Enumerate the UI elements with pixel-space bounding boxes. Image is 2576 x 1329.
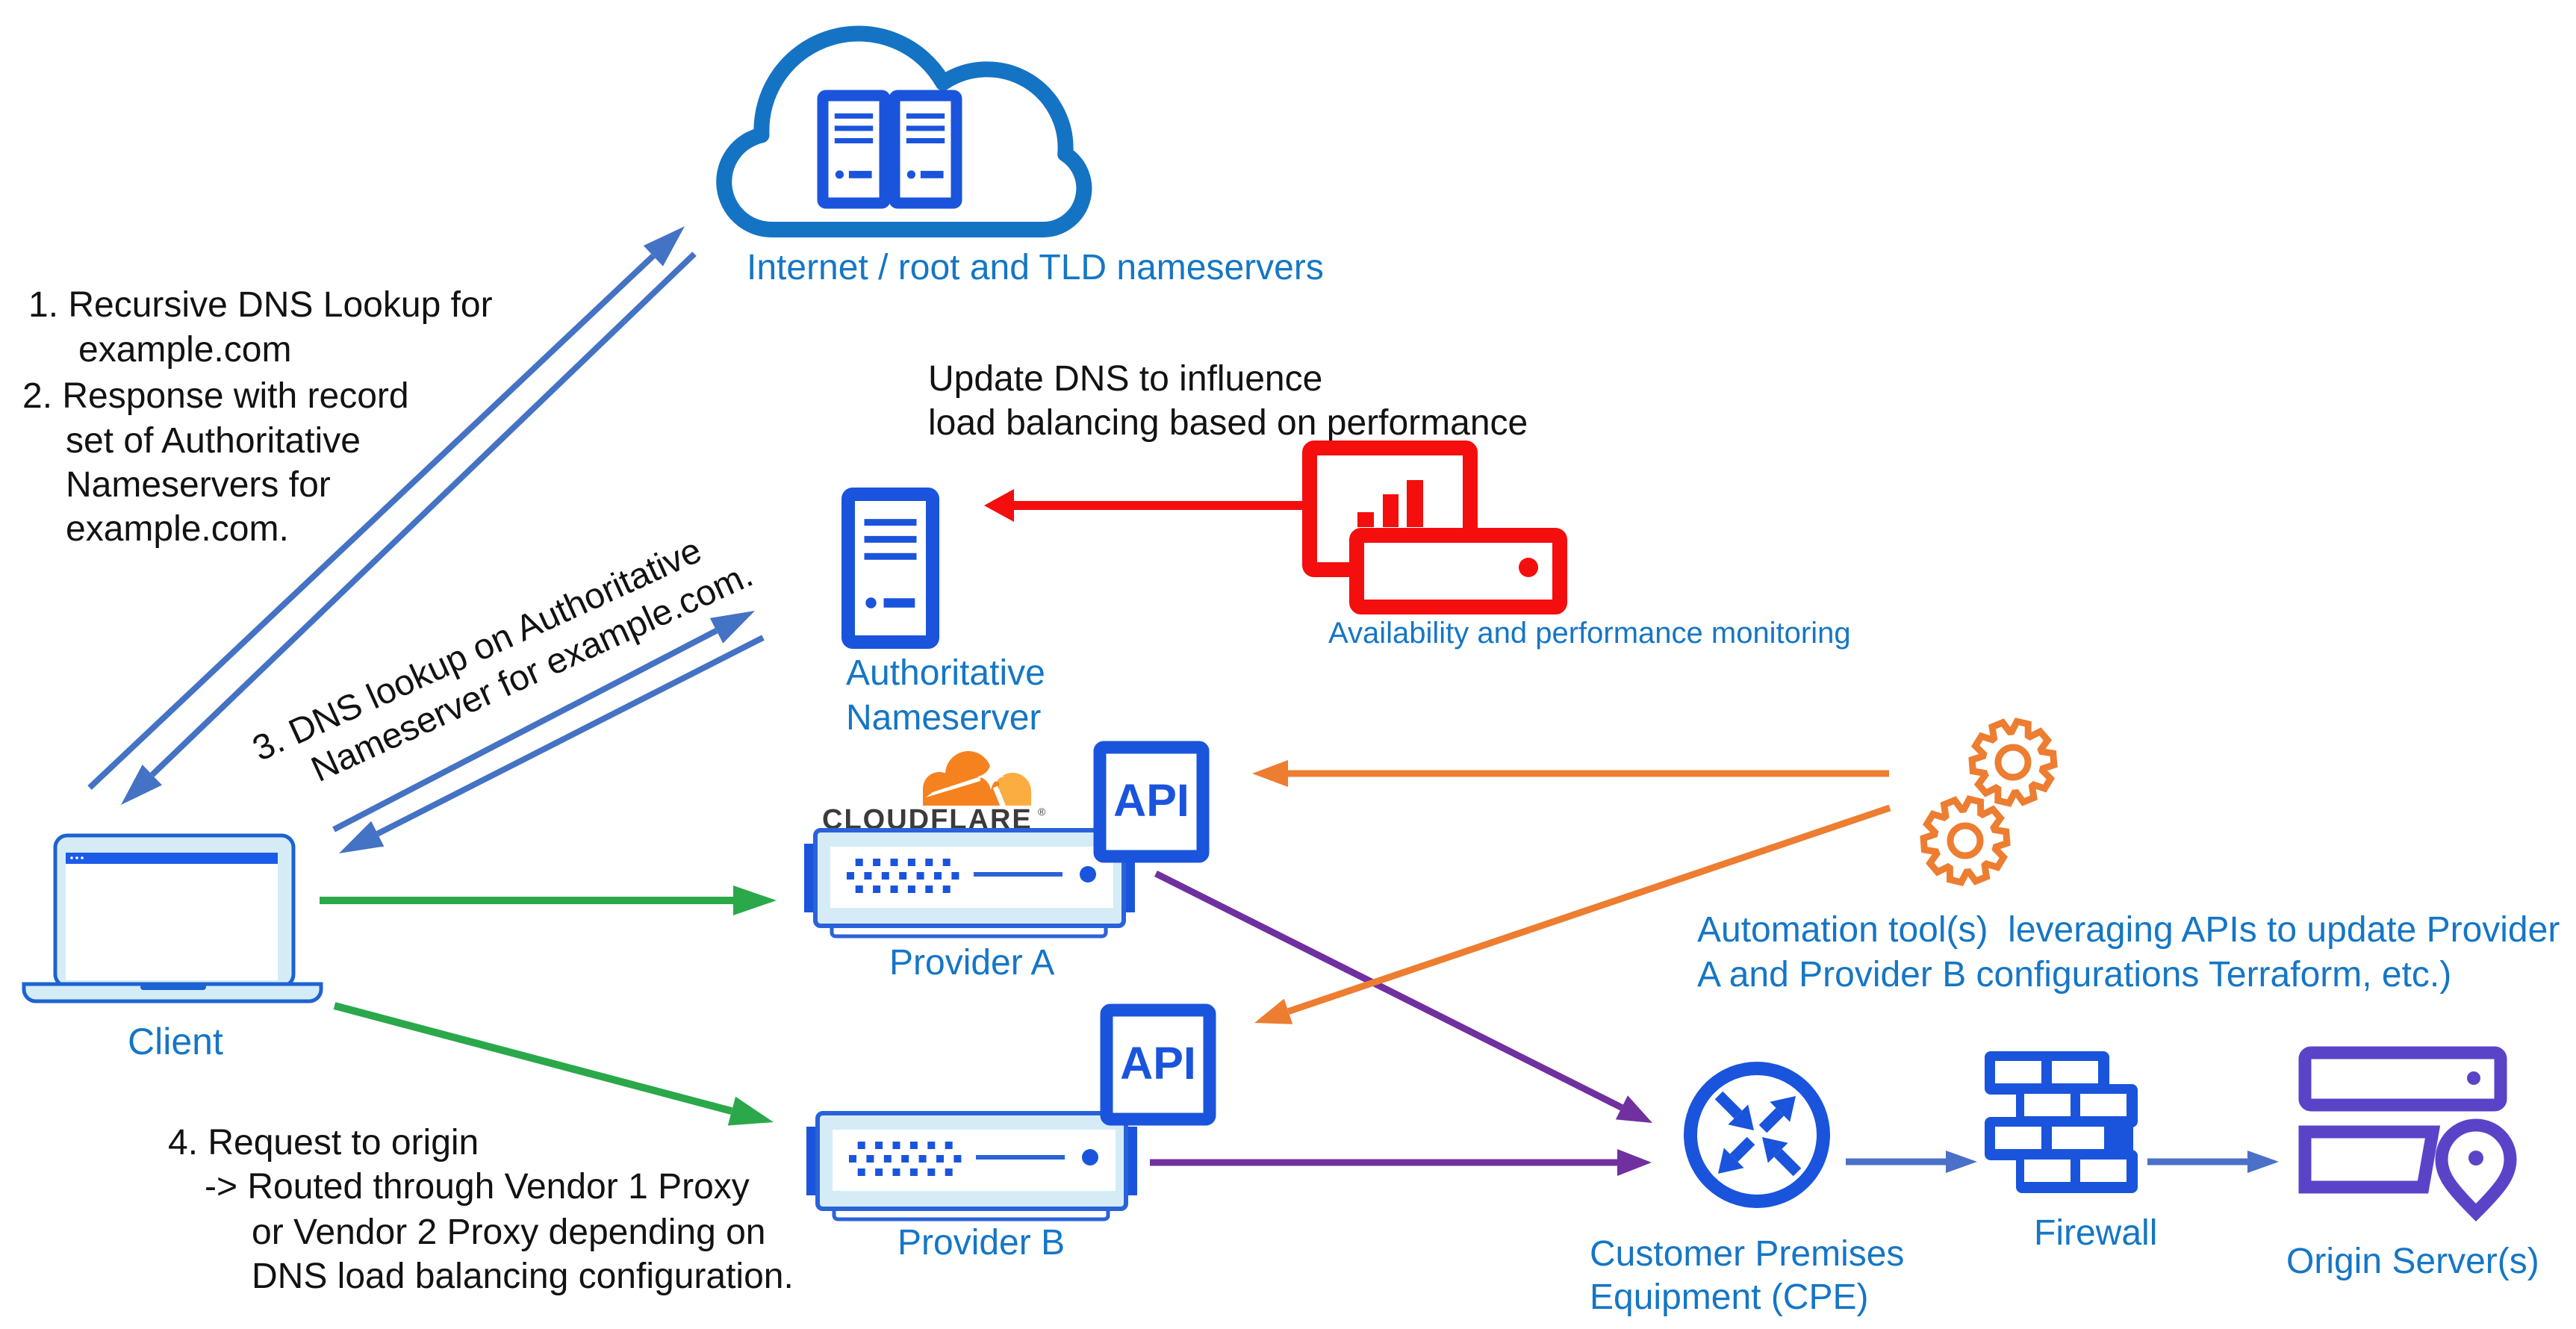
svg-text:Provider B: Provider B <box>897 1223 1065 1263</box>
svg-text:Origin Server(s): Origin Server(s) <box>2286 1242 2539 1281</box>
svg-text:set of Authoritative: set of Authoritative <box>66 421 361 461</box>
svg-text:3. DNS lookup on Authoritative: 3. DNS lookup on Authoritative <box>247 531 708 769</box>
svg-text:Nameservers for: Nameservers for <box>66 465 331 505</box>
svg-text:load balancing based on perfor: load balancing based on performance <box>928 403 1528 443</box>
svg-text:2. Response with record: 2. Response with record <box>22 376 409 416</box>
svg-text:4. Request to origin: 4. Request to origin <box>168 1123 479 1163</box>
svg-text:®: ® <box>1038 806 1046 818</box>
svg-text:example.com: example.com <box>78 330 291 370</box>
svg-text:or Vendor 2 Proxy depending on: or Vendor 2 Proxy depending on <box>252 1213 766 1252</box>
svg-text:Availability and performance m: Availability and performance monitoring <box>1328 617 1851 650</box>
svg-text:Automation tool(s) leveraging: Automation tool(s) leveraging APIs to up… <box>1697 910 2560 950</box>
svg-text:Equipment (CPE): Equipment (CPE) <box>1590 1277 1868 1317</box>
svg-text:API: API <box>1113 775 1189 826</box>
svg-text:-> Routed through Vendor 1 Pro: -> Routed through Vendor 1 Proxy <box>205 1167 750 1207</box>
svg-text:Client: Client <box>128 1021 223 1062</box>
svg-text:1. Recursive DNS Lookup for: 1. Recursive DNS Lookup for <box>28 285 493 325</box>
svg-text:A and Provider B configuration: A and Provider B configurations Terrafor… <box>1697 955 2451 995</box>
svg-text:Customer Premises: Customer Premises <box>1590 1234 1904 1274</box>
svg-text:Authoritative: Authoritative <box>846 653 1045 693</box>
svg-text:example.com.: example.com. <box>66 509 289 549</box>
svg-text:API: API <box>1120 1038 1196 1089</box>
svg-text:Nameserver: Nameserver <box>846 698 1041 738</box>
svg-text:Provider A: Provider A <box>889 943 1054 983</box>
svg-text:Firewall: Firewall <box>2034 1213 2157 1253</box>
svg-text:DNS load balancing configurati: DNS load balancing configuration. <box>252 1257 794 1296</box>
svg-text:Update DNS to influence: Update DNS to influence <box>928 359 1322 399</box>
svg-text:Internet / root and TLD namese: Internet / root and TLD nameservers <box>747 248 1324 287</box>
